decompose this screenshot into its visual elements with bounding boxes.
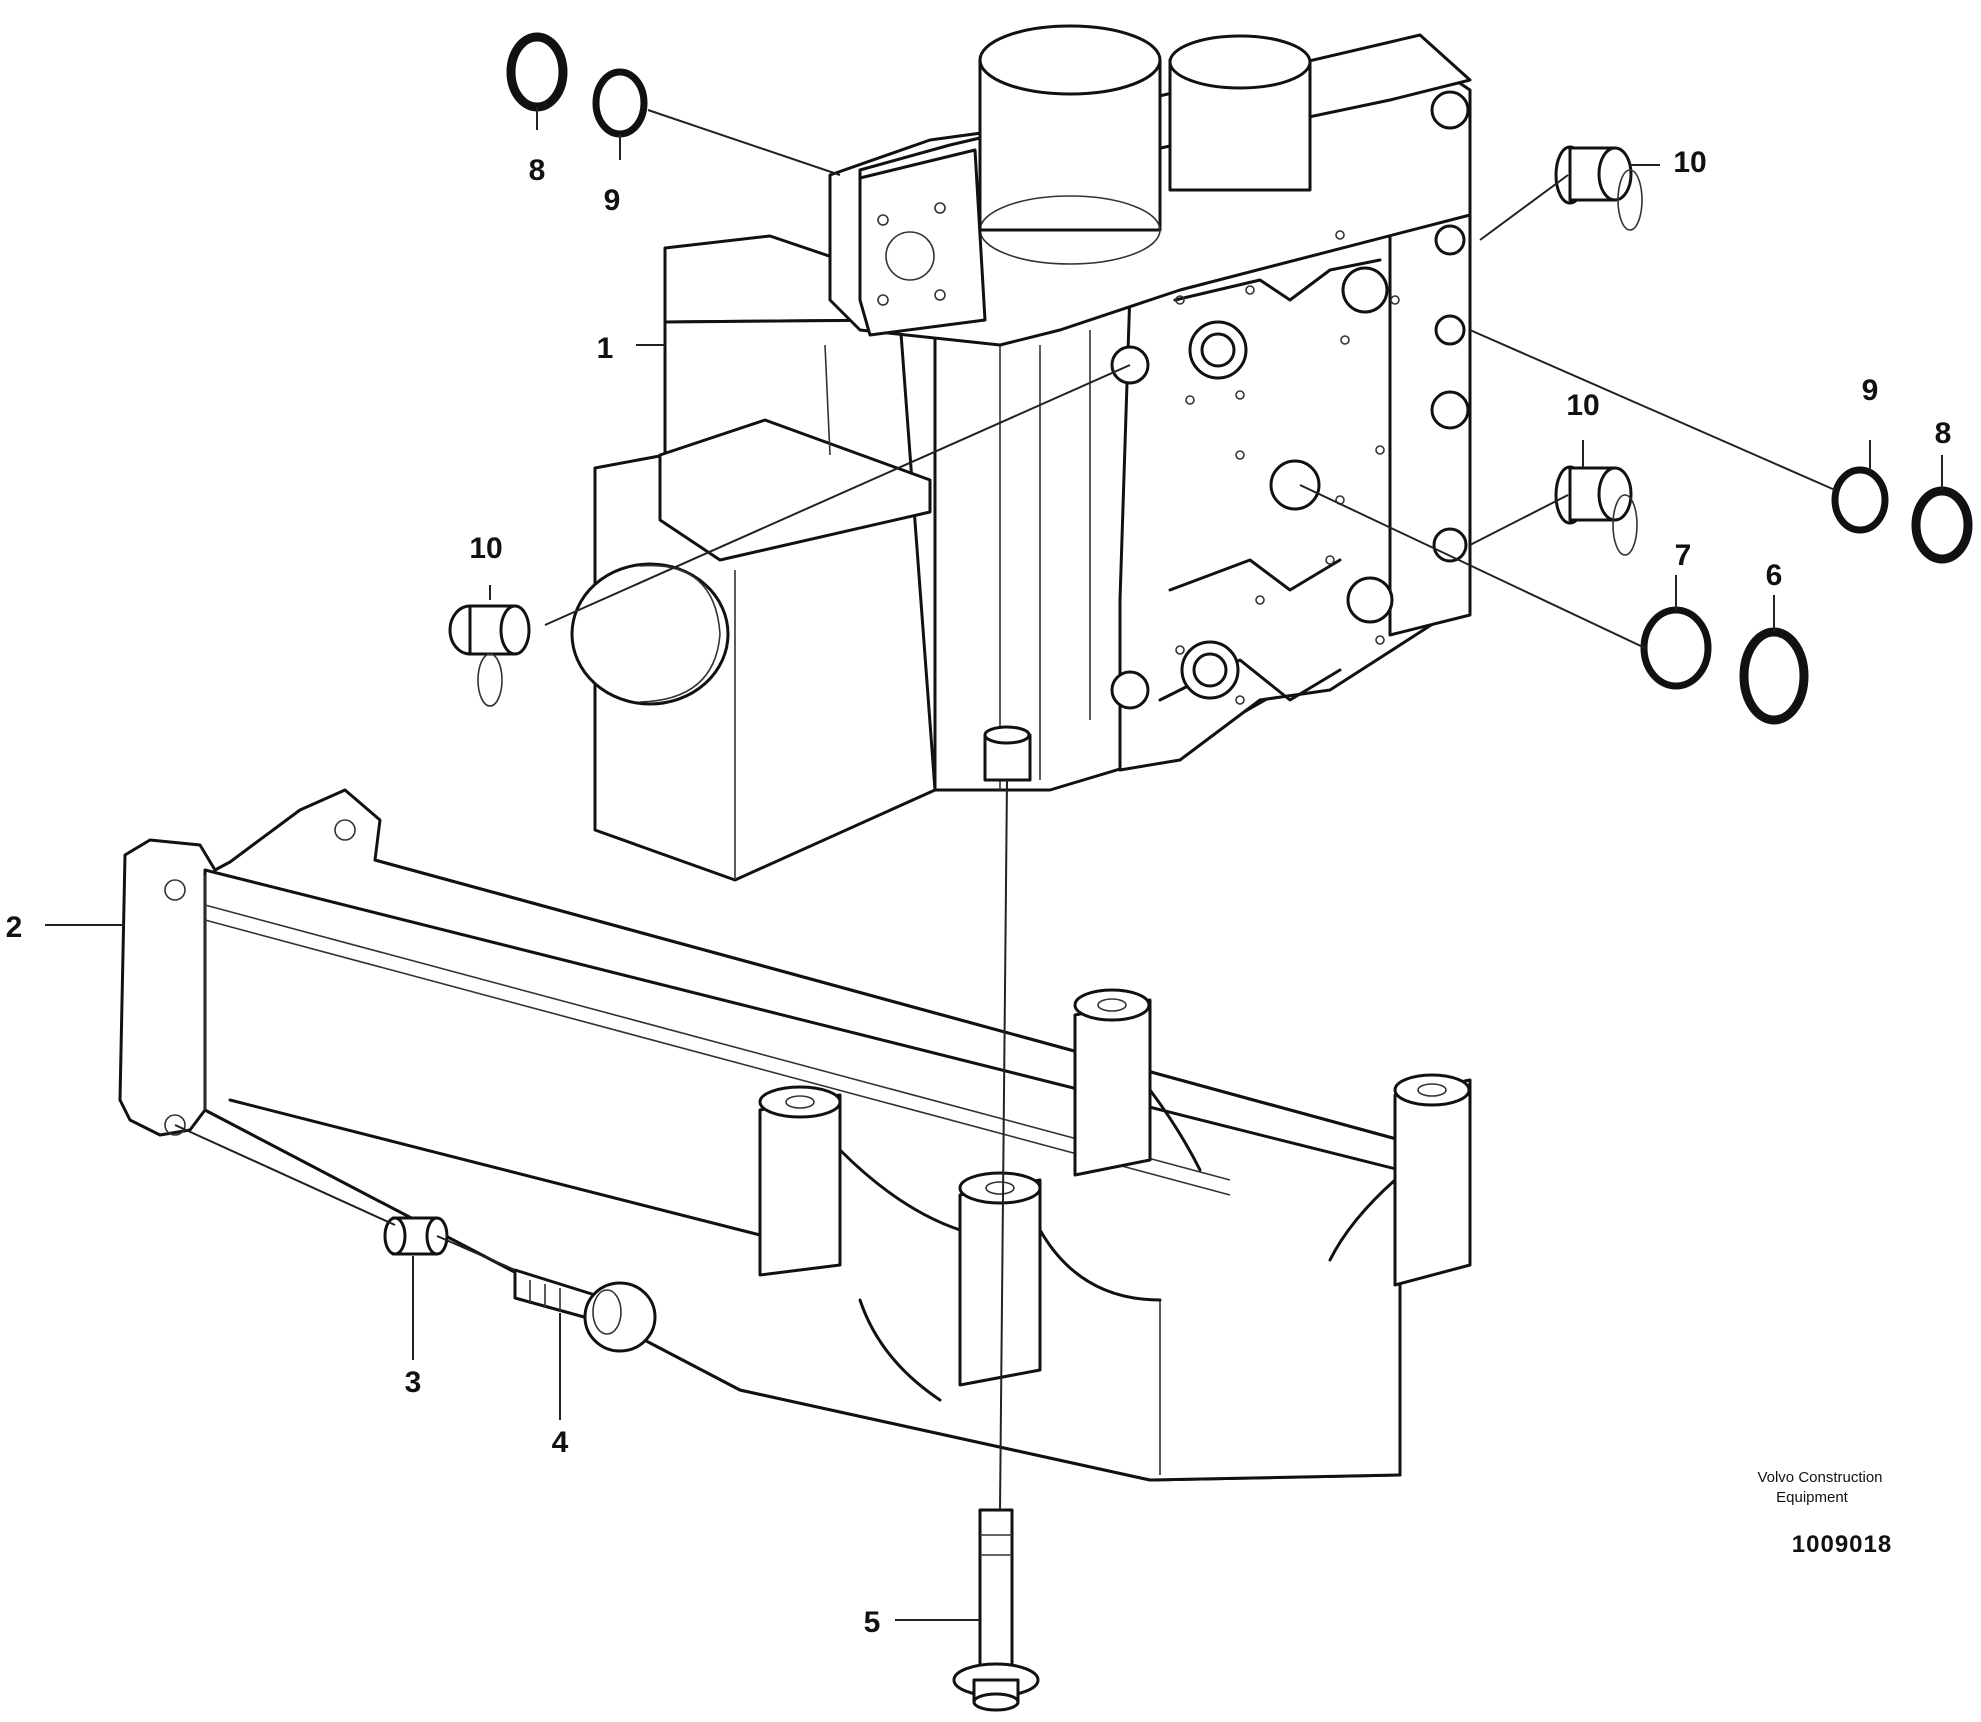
watermark-division: Equipment — [1776, 1489, 1849, 1506]
plug-right-mid — [1554, 465, 1638, 556]
seal-ring-6 — [1739, 627, 1809, 725]
bolt-short — [513, 1268, 657, 1353]
callout-2: 2 — [6, 911, 23, 944]
callout-5: 5 — [864, 1606, 881, 1639]
bolt-long — [952, 1508, 1040, 1712]
valve-block — [570, 24, 1472, 882]
seal-ring-8-top — [506, 32, 568, 112]
callout-8-right: 8 — [1935, 417, 1952, 450]
leader-lines — [45, 107, 1943, 1621]
callout-1: 1 — [597, 332, 614, 365]
seal-ring-9-right — [1831, 466, 1889, 534]
callout-3: 3 — [405, 1366, 422, 1399]
plug-left — [448, 604, 531, 707]
callout-4: 4 — [552, 1426, 569, 1459]
seal-ring-9-top — [592, 68, 648, 138]
callout-7: 7 — [1675, 539, 1692, 572]
callout-9-right: 9 — [1862, 374, 1879, 407]
seal-ring-8-right — [1911, 486, 1973, 564]
seal-ring-7 — [1640, 606, 1712, 690]
callout-10-left: 10 — [469, 532, 502, 565]
callout-9-top: 9 — [604, 184, 621, 217]
watermark: Volvo Construction Equipment 1009018 — [1757, 1469, 1892, 1558]
callout-8-top: 8 — [529, 154, 546, 187]
plug-right-top — [1554, 145, 1643, 231]
watermark-company: Volvo Construction — [1757, 1469, 1882, 1486]
callouts: 1 2 3 4 5 6 6 7 8 8 9 9 10 10 10 — [6, 146, 1952, 1639]
callout-10-mid: 10 — [1566, 389, 1599, 422]
bracket — [118, 788, 1472, 1482]
figure-number: 1009018 — [1792, 1531, 1892, 1558]
callout-6-right: 6 — [1766, 559, 1783, 592]
callout-10-top: 10 — [1673, 146, 1706, 179]
